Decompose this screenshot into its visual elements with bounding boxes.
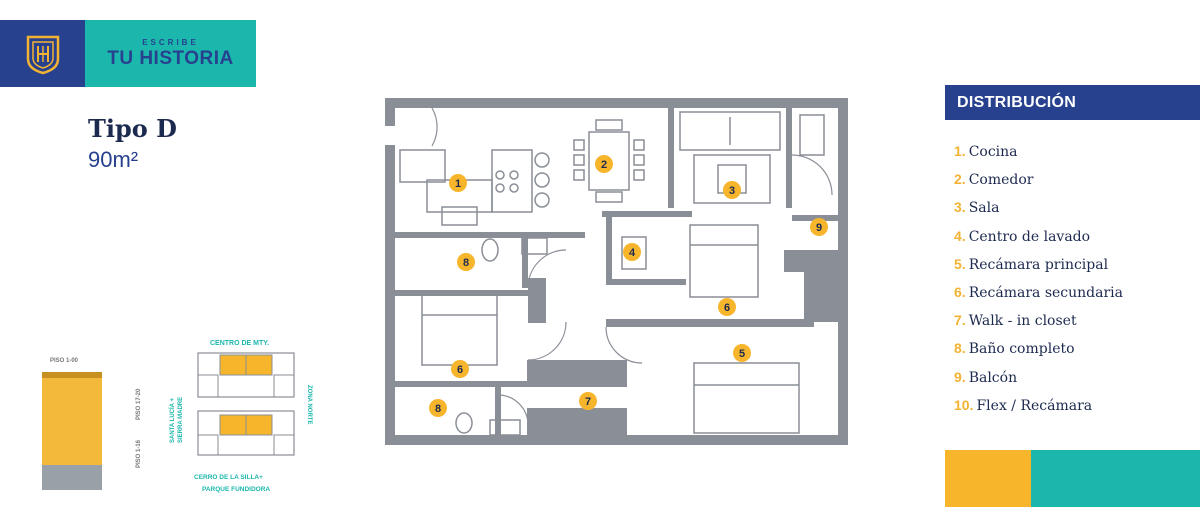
label-santa-lucia: SANTA LUCÍA +	[168, 398, 176, 443]
brand-logo: ESCRIBE TU HISTORIA	[0, 20, 256, 87]
bathroom-fixtures	[455, 236, 647, 436]
marker-8a	[457, 253, 475, 271]
dining-table	[573, 119, 645, 203]
brand-tagline: ESCRIBE TU HISTORIA	[85, 20, 256, 87]
list-item: 9.Balcón	[954, 368, 1018, 386]
crest-icon	[0, 20, 85, 87]
marker-7	[579, 392, 597, 410]
svg-text:7: 7	[585, 396, 591, 408]
marker-9	[810, 218, 828, 236]
marker-4	[623, 243, 641, 261]
svg-text:6: 6	[457, 364, 463, 376]
label-centro: CENTRO DE MTY.	[210, 340, 269, 347]
unit-area: 90m²	[88, 147, 139, 172]
wall-bottom	[385, 435, 848, 445]
living-furniture	[679, 111, 825, 204]
unit-title: Tipo D	[88, 114, 177, 143]
marker-6a	[718, 298, 736, 316]
location-mini-map: PISO 1-00 PISO 17-20 PISO 1-16 CENTRO DE…	[42, 358, 142, 490]
svg-text:4: 4	[629, 247, 636, 259]
svg-text:3: 3	[729, 185, 735, 197]
list-item: 10.Flex / Recámara	[954, 396, 1093, 414]
svg-text:8: 8	[463, 257, 469, 269]
marker-3	[723, 181, 741, 199]
marker-1	[449, 174, 467, 192]
list-item: 8.Baño completo	[954, 340, 1075, 358]
list-item: 2.Comedor	[954, 171, 1034, 189]
label-cerro: CERRO DE LA SILLA+	[194, 474, 263, 481]
label-sierra-madre: SIERRA MADRE	[178, 397, 184, 443]
label-parque: PARQUE FUNDIDORA	[202, 486, 270, 493]
floor-low-label: PISO 1-16	[136, 439, 142, 468]
orientation-map: CENTRO DE MTY. SANTA LUCÍA + SIERRA MADR…	[168, 340, 312, 493]
svg-text:2: 2	[601, 159, 607, 171]
list-item: 1.Cocina	[954, 143, 1018, 160]
distribution-list: 1.Cocina 2.Comedor 3.Sala 4.Centro de la…	[954, 143, 1123, 425]
svg-text:9: 9	[816, 222, 822, 234]
svg-text:8: 8	[435, 403, 441, 415]
list-item: 3.Sala	[954, 199, 1000, 217]
tagline-small: ESCRIBE	[142, 37, 199, 47]
plan-markers: 1 2 3 4 5 6 6 7 8 8 9	[429, 155, 828, 417]
marker-5	[733, 344, 751, 362]
list-item: 4.Centro de lavado	[954, 227, 1091, 245]
kitchen-fixtures	[399, 149, 550, 226]
svg-text:5: 5	[739, 348, 745, 360]
floor-top-label: PISO 1-00	[50, 358, 79, 364]
accent-bar-yellow	[945, 450, 1031, 507]
marker-8b	[429, 399, 447, 417]
wall-top	[385, 98, 848, 108]
floor-plan: 1 2 3 4 5 6 6 7 8 8 9	[385, 98, 848, 445]
floor-mid-label: PISO 17-20	[136, 388, 142, 420]
marker-6b	[451, 360, 469, 378]
entry-door	[431, 107, 438, 147]
marker-2	[595, 155, 613, 173]
list-item: 6.Recámara secundaria	[954, 283, 1123, 301]
distribution-header: DISTRIBUCIÓN	[945, 85, 1200, 120]
label-zona-norte: ZONA NORTE	[306, 385, 312, 424]
list-item: 5.Recámara principal	[954, 255, 1109, 273]
svg-text:1: 1	[455, 178, 461, 190]
svg-text:6: 6	[724, 302, 730, 314]
tagline-big: TU HISTORIA	[107, 47, 234, 69]
list-item: 7.Walk - in closet	[954, 312, 1077, 330]
accent-bar-teal	[1031, 450, 1200, 507]
